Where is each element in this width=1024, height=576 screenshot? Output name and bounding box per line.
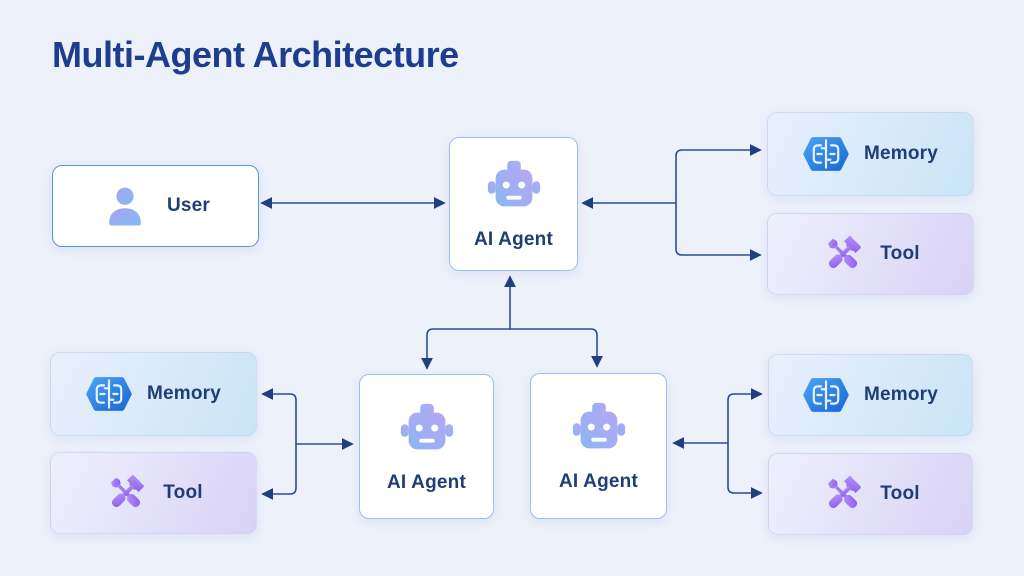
node-tool-bottom-left: Tool xyxy=(50,452,257,534)
page-title: Multi-Agent Architecture xyxy=(52,34,459,75)
edge-agent-to-right-subagent xyxy=(509,328,603,368)
node-label: AI Agent xyxy=(473,229,553,250)
node-memory-bottom-right: Memory xyxy=(768,354,973,436)
brain-icon xyxy=(803,131,849,177)
tools-icon xyxy=(821,472,865,516)
robot-icon xyxy=(395,400,459,460)
edge-leftagent-tool xyxy=(261,443,297,500)
node-label: Tool xyxy=(880,483,920,504)
node-label: User xyxy=(166,195,211,216)
edge-agent-to-left-subagent xyxy=(421,328,511,370)
edge-rightagent-memory xyxy=(727,388,763,444)
node-user: User xyxy=(52,165,259,247)
edge-rightagent-tool xyxy=(727,442,763,499)
user-icon xyxy=(101,182,149,230)
node-label: Tool xyxy=(163,482,203,503)
edge-agent-tool-top xyxy=(675,202,762,261)
node-label: Memory xyxy=(863,384,939,405)
tools-icon xyxy=(821,232,865,276)
node-label: Memory xyxy=(146,383,222,404)
node-label: AI Agent xyxy=(558,471,638,492)
node-agent-left: AI Agent xyxy=(359,374,494,519)
node-agent-right: AI Agent xyxy=(530,373,667,519)
brain-icon xyxy=(86,371,132,417)
node-memory-bottom-left: Memory xyxy=(50,352,257,436)
node-label: AI Agent xyxy=(386,471,466,493)
node-agent-center: AI Agent xyxy=(449,137,578,271)
robot-icon xyxy=(482,157,546,217)
node-label: Tool xyxy=(880,243,920,264)
tools-icon xyxy=(104,471,148,515)
node-label: Memory xyxy=(863,143,939,164)
node-memory-top-right: Memory xyxy=(767,112,974,196)
robot-icon xyxy=(567,399,631,459)
node-tool-bottom-right: Tool xyxy=(768,453,973,535)
brain-icon xyxy=(803,372,849,418)
edge-leftagent-memory xyxy=(261,388,297,445)
node-tool-top-right: Tool xyxy=(767,213,974,295)
edge-agent-memory-top xyxy=(675,144,762,204)
